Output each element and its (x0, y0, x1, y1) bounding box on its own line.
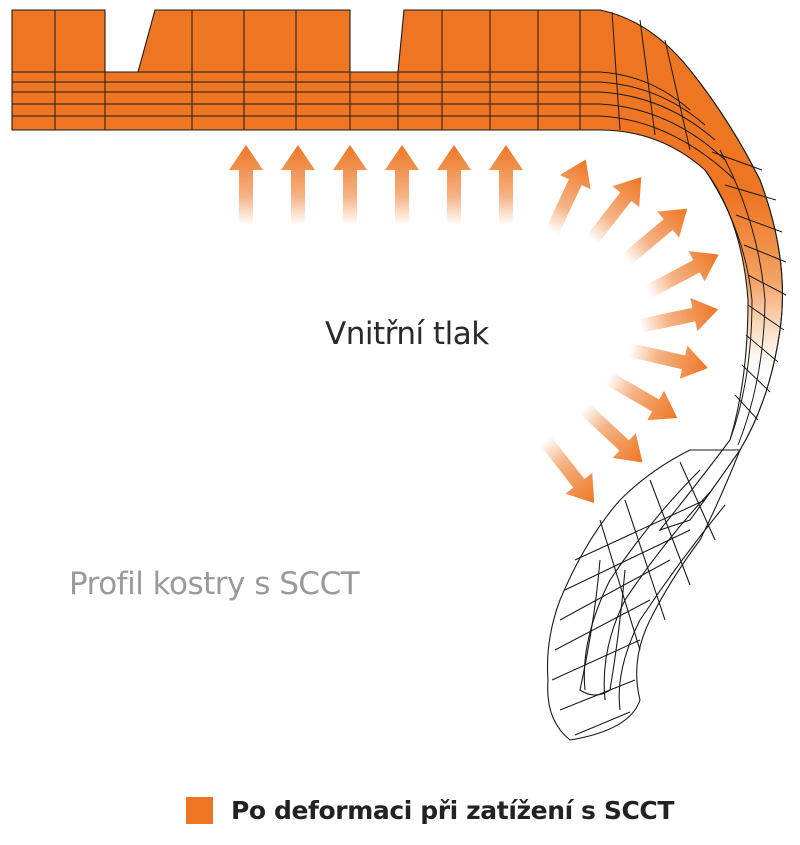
legend: Po deformaci při zatížení s SCCT (186, 796, 674, 825)
arrow-diag-3 (621, 208, 688, 266)
arrow-up-5 (437, 145, 471, 225)
carcass-profile-label: Profil kostry s SCCT (69, 566, 360, 602)
legend-label: Po deformaci při zatížení s SCCT (231, 796, 674, 825)
arrow-diag-9 (539, 435, 595, 504)
arrow-diag-1 (545, 159, 591, 235)
bead-mesh (546, 449, 741, 741)
arrow-diag-5 (638, 297, 719, 333)
tire-tread (11, 9, 787, 532)
arrow-up-3 (333, 145, 367, 225)
arrow-diag-2 (586, 176, 642, 245)
internal-pressure-label: Vnitřní tlak (325, 316, 489, 352)
arrow-up-2 (281, 145, 315, 225)
arrow-diag-7 (604, 371, 678, 421)
arrow-diag-4 (644, 251, 719, 299)
arrow-diag-8 (579, 402, 643, 463)
arrow-up-4 (385, 145, 419, 225)
arrow-diag-6 (628, 343, 708, 379)
tread-mesh (12, 10, 787, 451)
tire-body-fill (11, 9, 784, 532)
arrow-up-1 (229, 145, 263, 225)
pressure-arrows (229, 145, 719, 504)
legend-swatch (186, 797, 213, 824)
arrow-up-6 (489, 145, 523, 225)
